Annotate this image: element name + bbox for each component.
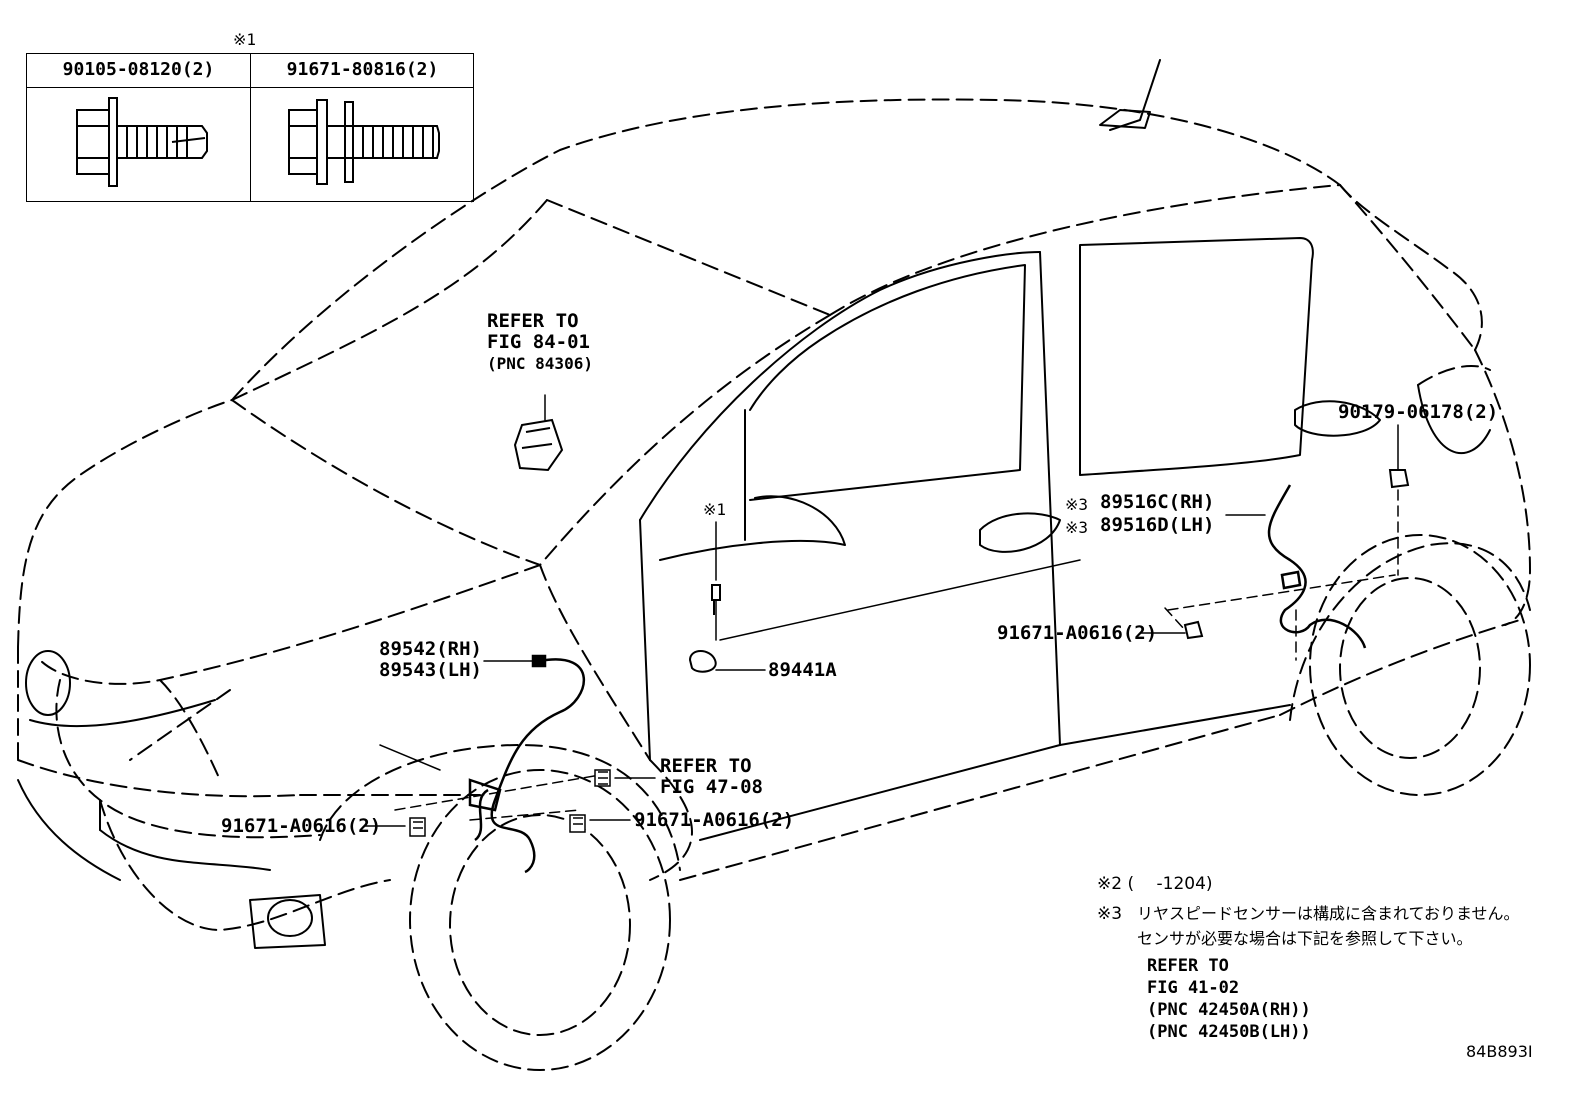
fastener-table: 90105-08120(2) 91671-80816(2) <box>26 53 474 202</box>
clip-icon <box>688 584 721 673</box>
part-91671-front-right: 91671-A0616(2) <box>634 809 795 831</box>
rear-sensor-rh: 89516C(RH) <box>1100 491 1215 513</box>
table-divider <box>250 54 251 201</box>
bolt-icon <box>76 97 208 187</box>
refer-fig: FIG 41-02 <box>1147 978 1240 998</box>
table-header-90105: 90105-08120(2) <box>62 59 215 80</box>
note3-mark: ※3 <box>1097 904 1123 924</box>
yaw-sensor-icon <box>513 418 564 472</box>
part-89441a: 89441A <box>768 659 837 681</box>
note1-mark: ※1 <box>703 500 727 519</box>
table-header-divider <box>27 87 473 88</box>
refer-pnc-lh: (PNC 42450B(LH)) <box>1147 1022 1311 1042</box>
nut-icon <box>1183 469 1410 640</box>
table-header-91671: 91671-80816(2) <box>286 59 439 80</box>
diagram-code: 84B893I <box>1466 1042 1533 1061</box>
rear-sensor-lh-mark: ※3 <box>1065 518 1089 537</box>
rear-sensor-lh: 89516D(LH) <box>1100 514 1215 536</box>
part-90179: 90179-06178(2) <box>1338 401 1499 423</box>
refer-fig-47-08: REFER TO FIG 47-08 <box>660 756 763 798</box>
refer-fig-84-01: REFER TO FIG 84-01 (PNC 84306) <box>487 311 593 374</box>
part-89543: 89543(LH) <box>379 659 482 681</box>
refer-fig: FIG 84-01 <box>487 331 590 353</box>
note3-line2: センサが必要な場合は下記を参照して下さい。 <box>1137 929 1473 948</box>
refer-fig: FIG 47-08 <box>660 776 763 798</box>
table-note-mark: ※1 <box>233 30 257 49</box>
refer-pnc-rh: (PNC 42450A(RH)) <box>1147 1000 1311 1020</box>
refer-line: REFER TO <box>1147 956 1229 976</box>
part-91671-front-left: 91671-A0616(2) <box>221 815 382 837</box>
refer-line: REFER TO <box>660 755 752 777</box>
flange-bolt-icon <box>288 99 440 185</box>
part-89542: 89542(RH) <box>379 638 482 660</box>
rear-abs-sensor-icon <box>1267 484 1367 649</box>
part-89542-89543: 89542(RH) 89543(LH) <box>379 639 482 681</box>
abs-sensor-icon <box>468 654 586 874</box>
bolt-icon <box>409 769 611 837</box>
rear-sensor-rh-mark: ※3 <box>1065 495 1089 514</box>
part-91671-rear: 91671-A0616(2) <box>997 622 1158 644</box>
refer-pnc: (PNC 84306) <box>487 354 593 373</box>
note2: ※2 ( -1204) <box>1097 874 1213 894</box>
refer-fig-41-02: REFER TO FIG 41-02 (PNC 42450A(RH)) (PNC… <box>1147 955 1311 1043</box>
note3-line1: リヤスピードセンサーは構成に含まれておりません。 <box>1137 904 1520 923</box>
refer-line: REFER TO <box>487 310 579 332</box>
fastener-illustrations <box>76 97 440 187</box>
